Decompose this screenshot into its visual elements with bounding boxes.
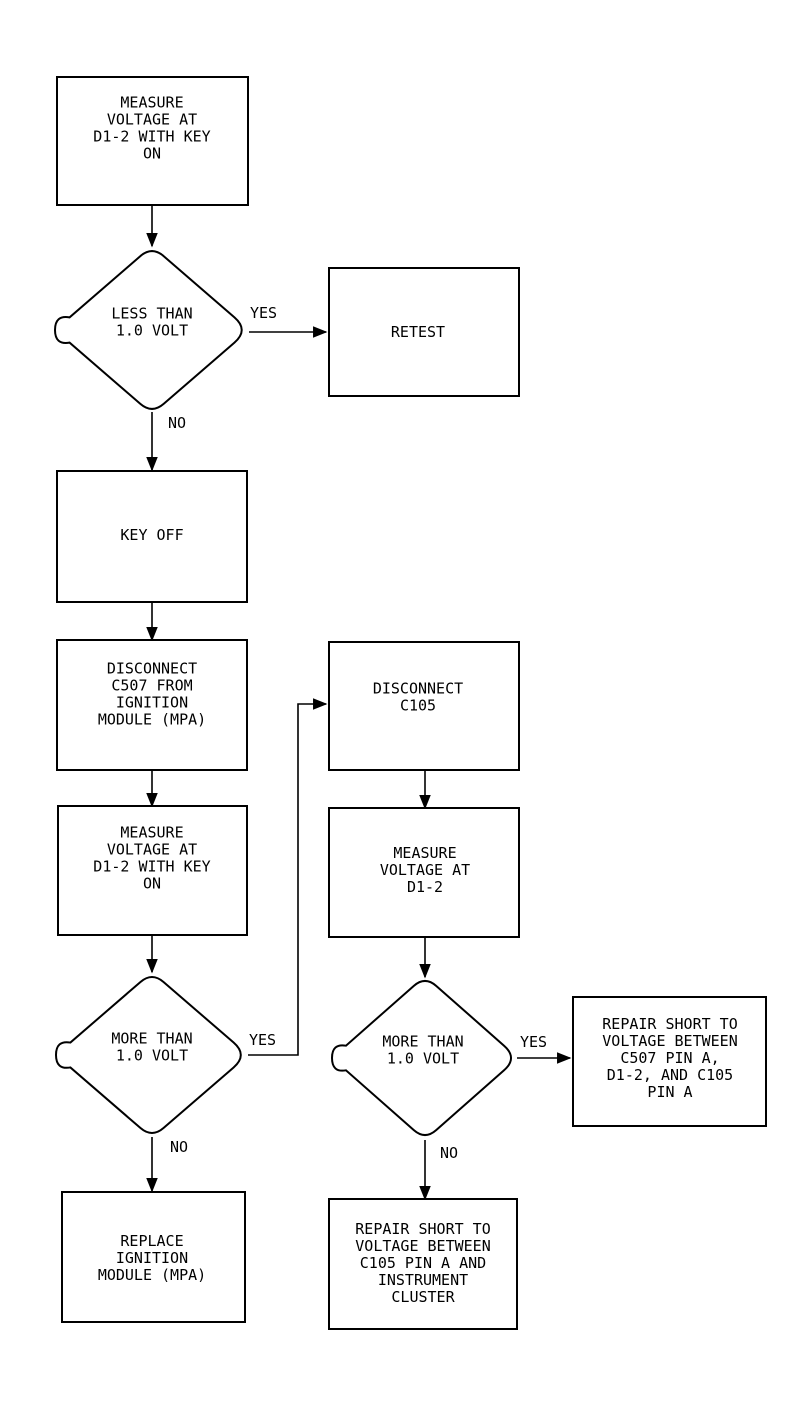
edge-more1-yes-to-disc-c105 [248,698,328,1056]
node-shape [328,807,520,938]
node-label-line: D1-2 WITH KEY [93,858,210,876]
node-label-line: PIN A [647,1083,692,1101]
node-shape [57,805,248,936]
node-label-line: D1-2 [407,878,443,896]
edge-label-yes-2: YES [249,1031,276,1049]
node-label-line: REPLACE [120,1232,183,1250]
node-shape [53,250,243,410]
node-label-line: D1-2, AND C105 [607,1066,733,1084]
node-label-line: INSTRUMENT [378,1271,468,1289]
node-label-line: C105 PIN A AND [360,1254,486,1272]
node-shape [328,267,520,397]
node-label-line: C507 PIN A, [620,1049,719,1067]
node-label-line: ON [143,145,161,163]
node-label-line: MODULE (MPA) [98,1266,206,1284]
node-label-line: MEASURE [120,94,183,112]
node-label-line: IGNITION [116,694,188,712]
node-label-line: KEY OFF [120,526,183,544]
node-label-line: MORE THAN [382,1033,463,1051]
node-shape [54,975,242,1135]
node-label-line: RETEST [391,323,445,341]
node-label-line: VOLTAGE BETWEEN [602,1032,737,1050]
edge-label-yes-1: YES [250,304,277,322]
node-shape [56,639,248,771]
node-label-line: C507 FROM [111,677,192,695]
node-label-line: VOLTAGE AT [107,111,197,129]
edge-labels: YES NO YES NO YES NO [168,304,547,1162]
edge-label-yes-3: YES [520,1033,547,1051]
node-label-line: 1.0 VOLT [116,322,188,340]
node-label-line: D1-2 WITH KEY [93,128,210,146]
node-key-off: KEY OFF [56,470,248,603]
node-label-line: C105 [400,697,436,715]
node-label-line: MODULE (MPA) [98,711,206,729]
node-shape [61,1191,246,1323]
node-label-line: IGNITION [116,1249,188,1267]
node-label-line: VOLTAGE AT [107,841,197,859]
node-retest: RETEST [328,267,520,397]
node-label-line: 1.0 VOLT [387,1050,459,1068]
edge-label-no-1: NO [168,414,186,432]
node-label-line: MEASURE [393,844,456,862]
node-label-line: MORE THAN [111,1030,192,1048]
node-label-line: LESS THAN [111,305,192,323]
node-label-line: MEASURE [120,824,183,842]
node-shape [328,1198,518,1330]
node-label-line: REPAIR SHORT TO [355,1220,490,1238]
node-shape [56,470,248,603]
node-shape [56,76,249,206]
edge-label-no-2: NO [170,1138,188,1156]
node-label-line: ON [143,875,161,893]
node-label-line: DISCONNECT [107,660,197,678]
node-shape [330,979,513,1137]
node-label-line: REPAIR SHORT TO [602,1015,737,1033]
node-label-line: VOLTAGE AT [380,861,470,879]
node-label-line: CLUSTER [391,1288,455,1306]
connectors [146,205,572,1201]
node-shape [572,996,767,1127]
node-shape [328,641,520,771]
node-label-line: VOLTAGE BETWEEN [355,1237,490,1255]
node-label-line: 1.0 VOLT [116,1047,188,1065]
node-label-line: DISCONNECT [373,680,463,698]
edge-label-no-3: NO [440,1144,458,1162]
